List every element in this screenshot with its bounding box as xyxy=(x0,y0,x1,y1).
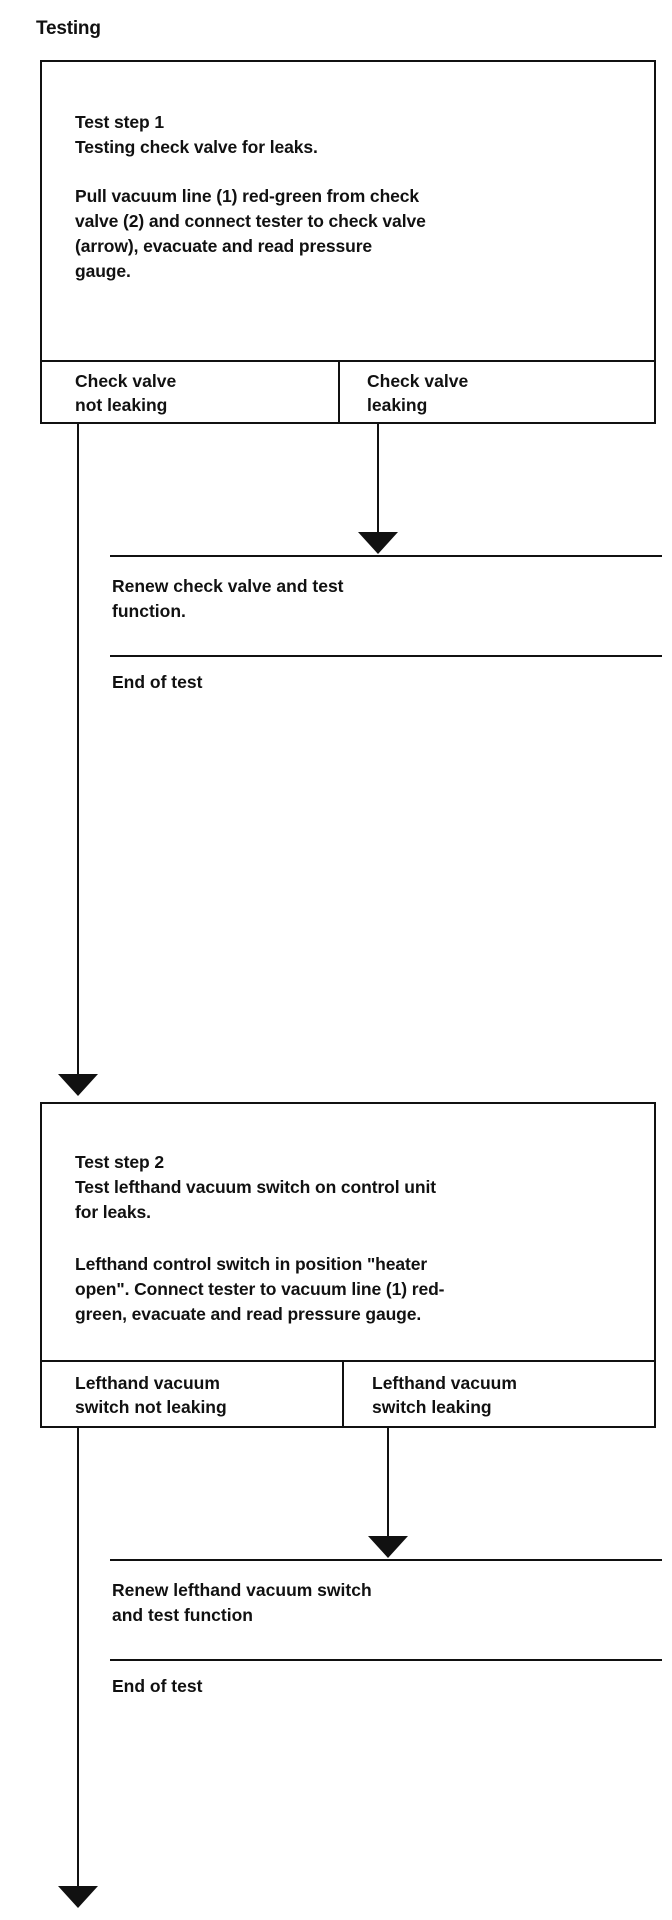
step1-to-step2-arrow xyxy=(58,1074,98,1096)
step1-action-bottom-rule xyxy=(110,655,662,657)
step1-action: Renew check valve and test function. xyxy=(112,576,344,621)
step1-no-leak-flow-line xyxy=(77,424,79,1076)
step1-box xyxy=(40,60,656,360)
step2-branch-right: Lefthand vacuum switch leaking xyxy=(372,1373,517,1417)
step1-leak-arrow xyxy=(358,532,398,554)
step2-instructions: Lefthand control switch in position "hea… xyxy=(75,1254,445,1324)
step2-branch-row: Lefthand vacuum switch not leaking Lefth… xyxy=(40,1360,656,1428)
step1-subheading: Testing check valve for leaks. xyxy=(75,137,318,157)
step1-branch-row: Check valve not leaking Check valve leak… xyxy=(40,360,656,424)
step2-continue-arrow xyxy=(58,1886,98,1908)
step2-heading: Test step 2 xyxy=(75,1152,165,1172)
step2-action: Renew lefthand vacuum switch and test fu… xyxy=(112,1580,372,1625)
step1-branch-right: Check valve leaking xyxy=(367,371,469,415)
step1-end: End of test xyxy=(112,672,203,692)
step2-end: End of test xyxy=(112,1676,203,1696)
step1-action-top-rule xyxy=(110,555,662,557)
step2-leak-arrow xyxy=(368,1536,408,1558)
step2-leak-flow-line xyxy=(387,1428,389,1538)
step2-subheading: Test lefthand vacuum switch on control u… xyxy=(75,1177,436,1222)
step1-instructions: Pull vacuum line (1) red-green from chec… xyxy=(75,186,426,281)
step1-leak-flow-line xyxy=(377,424,379,534)
step2-action-bottom-rule xyxy=(110,1659,662,1661)
step2-branch-divider xyxy=(342,1362,344,1426)
step2-branch-left: Lefthand vacuum switch not leaking xyxy=(75,1373,227,1417)
step2-action-top-rule xyxy=(110,1559,662,1561)
step2-box xyxy=(40,1102,656,1360)
page-title: Testing xyxy=(36,18,101,39)
step2-no-leak-flow-line xyxy=(77,1428,79,1888)
step1-branch-divider xyxy=(338,362,340,422)
step1-branch-left: Check valve not leaking xyxy=(75,371,177,415)
step1-heading: Test step 1 xyxy=(75,112,165,132)
